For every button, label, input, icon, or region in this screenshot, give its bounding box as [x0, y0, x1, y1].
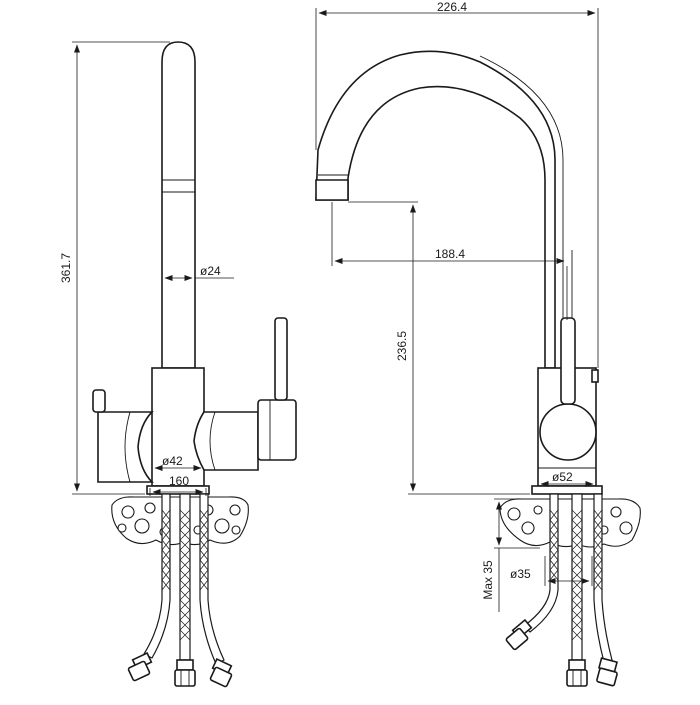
- dim-reach: [331, 202, 568, 320]
- dim-height: [72, 41, 170, 495]
- right-valve-housing: [193, 411, 259, 471]
- dim-max-thickness: [494, 498, 540, 612]
- left-hoses: [127, 493, 233, 688]
- dim-total-width-label: 226.4: [437, 0, 467, 14]
- right-hoses: [505, 493, 619, 687]
- gooseneck-spout: [315, 50, 556, 369]
- mixer-lever: [274, 317, 288, 401]
- dim-hole-diameter-label: ø35: [510, 567, 531, 581]
- dim-reach-label: 188.4: [435, 247, 465, 261]
- right-mixer-lever: [560, 317, 576, 405]
- dim-max-thickness-label: Max 35: [481, 560, 495, 600]
- dim-hole-diameter: [544, 556, 593, 586]
- dim-height-label: 361.7: [59, 253, 73, 283]
- right-countertop: [499, 498, 641, 548]
- dim-spout-diameter-label: ø24: [200, 264, 221, 278]
- dim-spout-height: [348, 201, 530, 495]
- dim-base-diameter-label: ø52: [552, 470, 573, 484]
- left-view: 361.7 ø24 ø42 160: [59, 41, 297, 688]
- dim-base-width: [149, 488, 207, 496]
- right-view: 226.4 188.4 236.5 ø52 ø35: [315, 0, 641, 687]
- dim-body-diameter-label: ø42: [162, 454, 183, 468]
- dim-spout-height-label: 236.5: [395, 331, 409, 361]
- dim-total-width: [315, 8, 599, 368]
- dim-base-width-label: 160: [169, 474, 189, 488]
- left-spout-tube: [161, 41, 196, 369]
- handle-knob: [539, 403, 597, 461]
- filter-tap-knob: [92, 389, 106, 413]
